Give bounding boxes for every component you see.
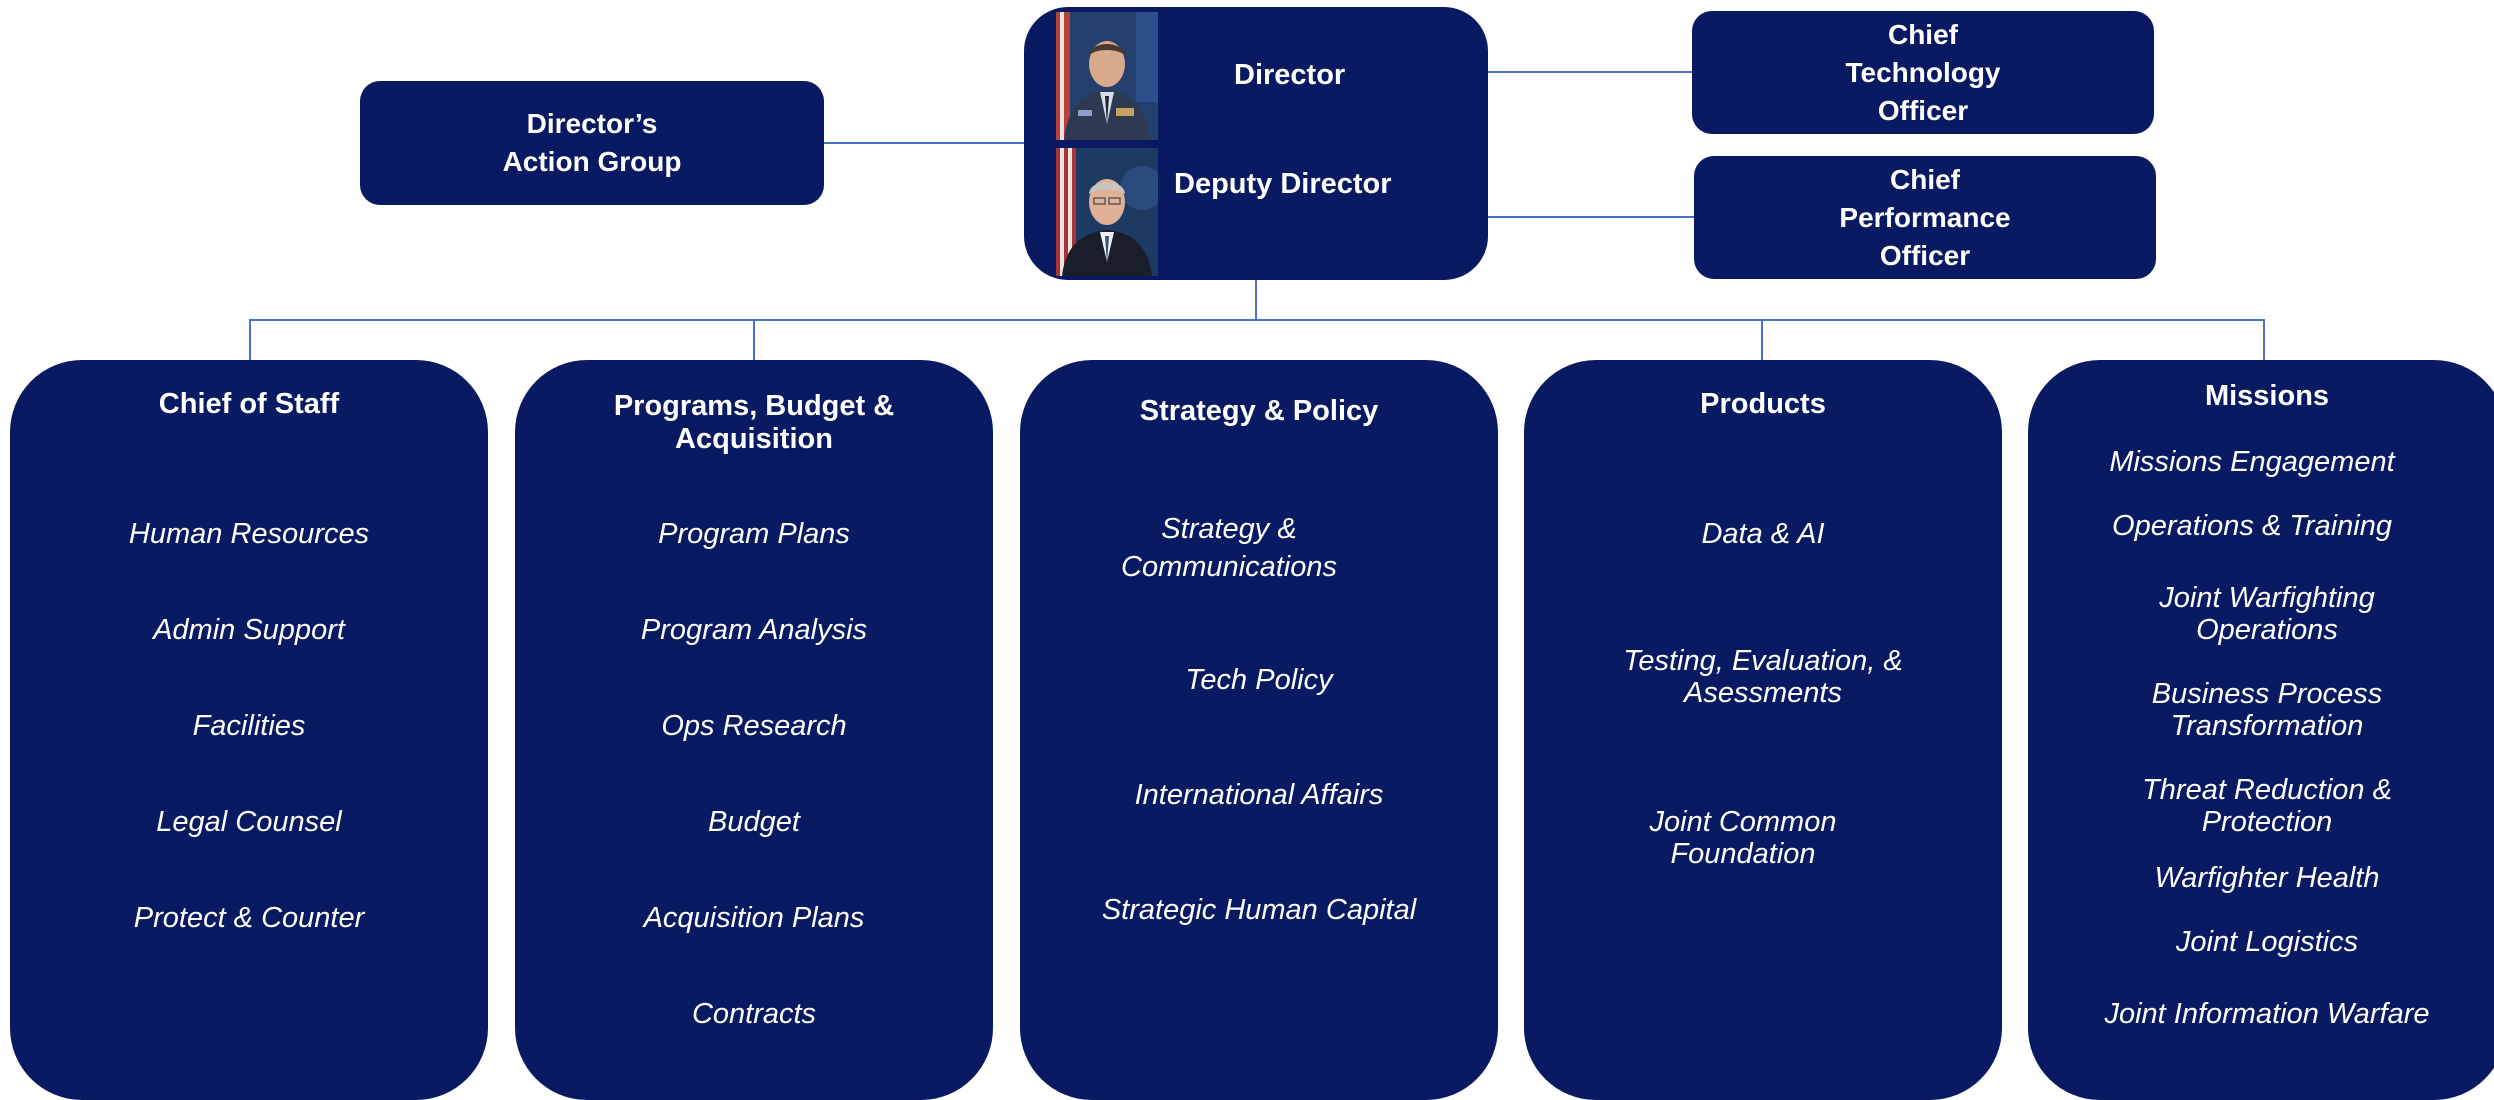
directors-action-group-box: Director’s Action Group bbox=[360, 81, 824, 205]
department-item: Business Process Transformation bbox=[2151, 678, 2383, 742]
department-item: Joint Information Warfare bbox=[2104, 998, 2430, 1030]
deputy-director-portrait-icon bbox=[1056, 148, 1158, 276]
department-item: Joint Warfighting Operations bbox=[2159, 582, 2375, 646]
products-title: Products bbox=[1700, 388, 1826, 420]
missions-title: Missions bbox=[2204, 380, 2330, 412]
director-portrait-icon bbox=[1056, 12, 1158, 140]
department-item: Warfighter Health bbox=[2154, 862, 2380, 894]
department-item: Strategy & Communications bbox=[1121, 513, 1337, 583]
strategy-policy-title: Strategy & Policy bbox=[1139, 395, 1379, 427]
strategy-policy-box: Strategy & Policy Strategy & Communicati… bbox=[1020, 360, 1498, 1100]
department-item: Admin Support bbox=[153, 614, 345, 646]
department-item: Tech Policy bbox=[1185, 664, 1333, 696]
chief-performance-officer-box: Chief Performance Officer bbox=[1694, 156, 2156, 279]
department-item: Program Plans bbox=[658, 518, 850, 550]
chief-of-staff-title: Chief of Staff bbox=[158, 388, 340, 420]
directors-action-group-label: Director’s Action Group bbox=[502, 108, 682, 177]
chief-technology-officer-label: Chief Technology Officer bbox=[1845, 18, 2001, 126]
department-item: Joint Logistics bbox=[2175, 926, 2359, 958]
department-item: Strategic Human Capital bbox=[1101, 894, 1417, 926]
department-item: International Affairs bbox=[1134, 779, 1384, 811]
department-item: Acquisition Plans bbox=[643, 902, 865, 934]
department-item: Contracts bbox=[691, 998, 817, 1030]
department-item: Data & AI bbox=[1701, 518, 1825, 550]
department-item: Threat Reduction & Protection bbox=[2142, 774, 2392, 838]
director-photo bbox=[1056, 12, 1158, 140]
department-item: Human Resources bbox=[128, 518, 370, 550]
programs-budget-acquisition-title: Programs, Budget & Acquisition bbox=[613, 390, 895, 455]
department-item: Protect & Counter bbox=[133, 902, 365, 934]
chief-of-staff-box: Chief of Staff Human Resources Admin Sup… bbox=[10, 360, 488, 1100]
department-item: Operations & Training bbox=[2112, 510, 2392, 542]
department-item: Testing, Evaluation, & Asessments bbox=[1623, 645, 1903, 709]
department-item: Ops Research bbox=[661, 710, 847, 742]
deputy-director-title: Deputy Director bbox=[1174, 168, 1392, 200]
director-deputy-box: Director Deputy Director bbox=[1024, 7, 1488, 280]
missions-box: Missions Missions Engagement Operations … bbox=[2028, 360, 2494, 1100]
programs-budget-acquisition-box: Programs, Budget & Acquisition Program P… bbox=[515, 360, 993, 1100]
department-item: Legal Counsel bbox=[156, 806, 342, 838]
deputy-director-photo bbox=[1056, 148, 1158, 276]
chief-technology-officer-box: Chief Technology Officer bbox=[1692, 11, 2154, 134]
chief-performance-officer-label: Chief Performance Officer bbox=[1839, 163, 2011, 271]
department-item: Program Analysis bbox=[640, 614, 868, 646]
department-item: Budget bbox=[708, 806, 800, 838]
director-title: Director bbox=[1234, 59, 1346, 91]
department-item: Joint Common Foundation bbox=[1649, 806, 1837, 870]
department-item: Missions Engagement bbox=[2109, 446, 2395, 478]
products-box: Products Data & AI Testing, Evaluation, … bbox=[1524, 360, 2002, 1100]
department-item: Facilities bbox=[192, 710, 306, 742]
connector-bus bbox=[249, 319, 2265, 360]
